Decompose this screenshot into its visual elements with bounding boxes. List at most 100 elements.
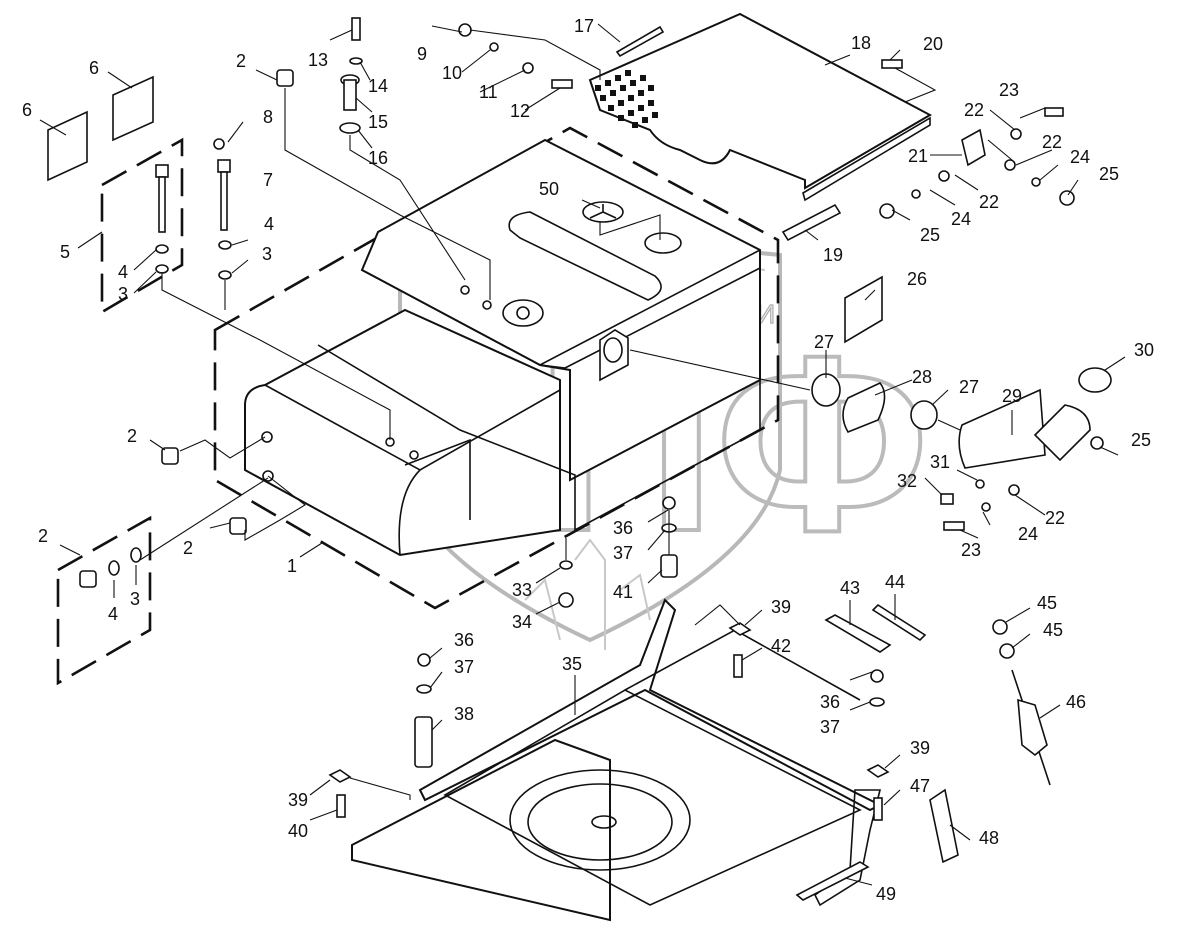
callout-9: 9 [417, 44, 427, 64]
tank-assembly-outline [213, 126, 780, 610]
callout-47: 47 [910, 776, 930, 796]
callout-1: 1 [287, 556, 297, 576]
filler-pipe-29[interactable] [958, 388, 1046, 469]
filler-neck-opening [644, 232, 682, 254]
washers-3-4[interactable] [108, 547, 142, 576]
callout-29: 29 [1002, 386, 1022, 406]
callout-22: 22 [979, 192, 999, 212]
callout-23: 23 [999, 80, 1019, 100]
callout-13: 13 [308, 50, 328, 70]
callout-4: 4 [118, 262, 128, 282]
callout-5: 5 [60, 242, 70, 262]
cover-plate[interactable] [588, 12, 933, 202]
callout-7: 7 [263, 170, 273, 190]
callout-33: 33 [512, 580, 532, 600]
assembly-outlines [56, 126, 780, 686]
decal-26[interactable] [844, 275, 883, 344]
callout-labels: 1 2 2 2 2 3 3 3 4 4 4 5 6 6 7 8 9 10 11 … [22, 16, 1154, 904]
callout-46: 46 [1066, 692, 1086, 712]
clamp-27b[interactable] [910, 400, 938, 430]
callout-22: 22 [1042, 132, 1062, 152]
callout-26: 26 [907, 269, 927, 289]
callout-14: 14 [368, 76, 388, 96]
filler-neck-group[interactable] [811, 367, 1112, 531]
callout-6: 6 [89, 58, 99, 78]
callout-11: 11 [479, 82, 498, 102]
decal-48[interactable] [929, 788, 959, 864]
callout-42: 42 [771, 636, 791, 656]
callout-37: 37 [820, 717, 840, 737]
callout-4: 4 [264, 214, 274, 234]
callout-17: 17 [574, 16, 594, 36]
strip-19[interactable] [781, 203, 842, 242]
callout-19: 19 [823, 245, 843, 265]
callout-4: 4 [108, 604, 118, 624]
callout-3: 3 [118, 284, 128, 304]
callout-24: 24 [1018, 524, 1038, 544]
callout-39: 39 [910, 738, 930, 758]
callout-22: 22 [1045, 508, 1065, 528]
callout-39: 39 [288, 790, 308, 810]
callout-36: 36 [820, 692, 840, 712]
filler-cap-30[interactable] [1078, 367, 1112, 393]
leader-lines [39, 23, 1126, 886]
callout-23: 23 [961, 540, 981, 560]
callout-25: 25 [1099, 164, 1119, 184]
tank-frame[interactable] [351, 598, 883, 922]
fastener-group-9-12[interactable] [458, 23, 573, 89]
watermark-wheat [524, 538, 651, 650]
vent-grid [595, 70, 658, 128]
bolt-group-5[interactable] [155, 164, 169, 274]
callout-40: 40 [288, 821, 308, 841]
callout-25: 25 [1131, 430, 1151, 450]
callout-27: 27 [814, 332, 834, 352]
callout-45: 45 [1043, 620, 1063, 640]
filler-bracket [599, 329, 629, 382]
callout-37: 37 [454, 657, 474, 677]
drain-plug-2a[interactable] [276, 69, 294, 87]
callout-22: 22 [964, 100, 984, 120]
callout-21: 21 [908, 146, 928, 166]
callout-41: 41 [613, 582, 633, 602]
callout-48: 48 [979, 828, 999, 848]
callout-49: 49 [876, 884, 896, 904]
callout-27: 27 [959, 377, 979, 397]
hose-28[interactable] [842, 382, 886, 433]
callout-36: 36 [454, 630, 474, 650]
callout-15: 15 [368, 112, 388, 132]
callout-44: 44 [885, 572, 905, 592]
decal-6a[interactable] [47, 110, 88, 182]
drain-plug-2b[interactable] [161, 447, 179, 465]
group-2-outline [56, 515, 152, 686]
bolt-group-7[interactable] [213, 138, 232, 280]
drain-plug-2d[interactable] [79, 570, 97, 588]
drain-plug-2c[interactable] [229, 517, 247, 535]
callout-36: 36 [613, 518, 633, 538]
callout-3: 3 [130, 589, 140, 609]
strip-49[interactable] [795, 861, 870, 901]
callout-34: 34 [512, 612, 532, 632]
strip-43[interactable] [824, 614, 892, 653]
callout-28: 28 [912, 367, 932, 387]
bolt-group-13-16[interactable] [339, 17, 363, 134]
tank-cap-50[interactable] [582, 201, 624, 223]
callout-30: 30 [1134, 340, 1154, 360]
mounting-hardware[interactable] [328, 496, 890, 821]
clamp-27a[interactable] [811, 373, 841, 407]
rod-44[interactable] [871, 603, 927, 642]
callout-39: 39 [771, 597, 791, 617]
group-5-outline [100, 137, 184, 315]
callout-24: 24 [951, 209, 971, 229]
decal-6b[interactable] [112, 75, 154, 142]
callout-31: 31 [930, 452, 950, 472]
callout-50: 50 [539, 179, 559, 199]
callout-45: 45 [1037, 593, 1057, 613]
callout-24: 24 [1070, 147, 1090, 167]
callout-2: 2 [183, 538, 193, 558]
strip-17[interactable] [615, 25, 665, 58]
level-sensor-group[interactable] [992, 619, 1051, 786]
callout-37: 37 [613, 543, 633, 563]
fastener-group-20-25[interactable] [879, 59, 1075, 219]
callout-35: 35 [562, 654, 582, 674]
